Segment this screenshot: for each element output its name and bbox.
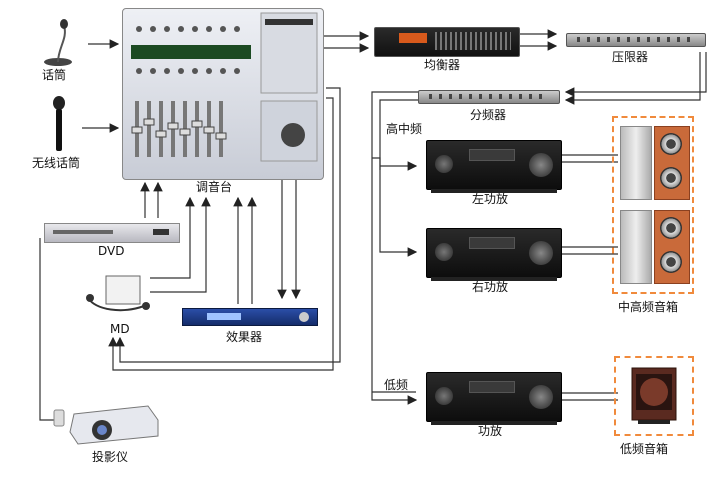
- projector: [52, 396, 162, 448]
- mid-high-speaker-box: [612, 116, 694, 294]
- effects-label: 效果器: [226, 330, 263, 344]
- dvd-label: DVD: [98, 244, 125, 258]
- equalizer-unit: [374, 27, 520, 57]
- limiter-unit: [566, 33, 706, 47]
- high-mid-label: 高中频: [386, 122, 423, 136]
- low-freq-label: 低频: [384, 378, 409, 392]
- microphone-icon: [38, 18, 78, 68]
- md-player: [82, 274, 156, 320]
- crossover-label: 分频器: [470, 108, 507, 122]
- dvd-player: [44, 223, 180, 243]
- mixer-console: [122, 8, 324, 180]
- mid-high-speaker-label: 中高频音箱: [618, 300, 679, 314]
- right-amp-label: 右功放: [472, 280, 509, 294]
- subwoofer-icon: [631, 367, 677, 424]
- crossover-unit: [418, 90, 560, 104]
- limiter-label: 压限器: [612, 50, 649, 64]
- sub-speaker-label: 低频音箱: [620, 442, 669, 456]
- wood-speaker-top: [654, 126, 690, 200]
- sub-speaker-box: [614, 356, 694, 436]
- projector-label: 投影仪: [92, 450, 129, 464]
- column-speaker-bottom: [620, 210, 652, 284]
- md-label: MD: [110, 322, 130, 336]
- effects-unit: [182, 308, 318, 326]
- sub-amplifier: [426, 372, 562, 425]
- wood-speaker-bottom: [654, 210, 690, 284]
- wireless-mic-label: 无线话筒: [32, 156, 81, 170]
- wireless-mic-icon: [52, 96, 66, 152]
- left-amplifier: [426, 140, 562, 193]
- mixer-label: 调音台: [196, 180, 233, 194]
- column-speaker-top: [620, 126, 652, 200]
- equalizer-label: 均衡器: [424, 58, 461, 72]
- amp-label: 功放: [478, 424, 503, 438]
- left-amp-label: 左功放: [472, 192, 509, 206]
- right-amplifier: [426, 228, 562, 281]
- mic-label: 话筒: [42, 68, 67, 82]
